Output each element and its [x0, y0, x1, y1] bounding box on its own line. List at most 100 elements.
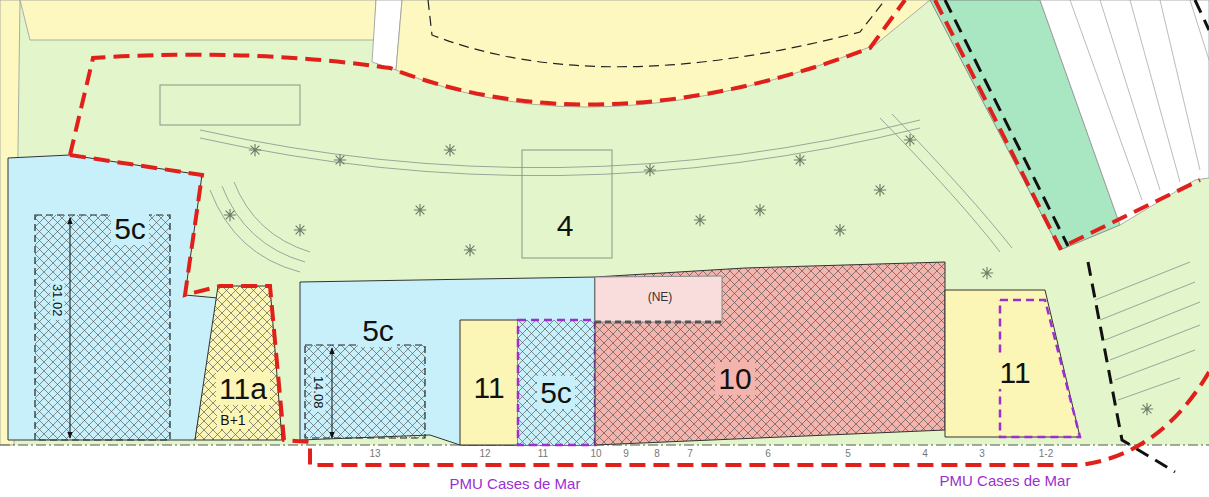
- zone-label-holder: 11: [996, 356, 1033, 389]
- label-holder: 12: [476, 448, 493, 459]
- zone-border: [518, 320, 595, 445]
- plaza-outline: [522, 150, 612, 258]
- label-holder: 4: [919, 448, 931, 459]
- plan-note: 13: [366, 448, 383, 459]
- zone-outline: [8, 155, 218, 440]
- zone-fill: [195, 286, 282, 440]
- plan-note: 12: [476, 448, 493, 459]
- zone-code: B+1: [217, 413, 248, 428]
- tree-symbol: [981, 267, 993, 279]
- red-boundary: [70, 155, 1209, 465]
- building-line: [428, 0, 885, 67]
- black-boundary: [1195, 0, 1209, 30]
- red-boundary: [935, 0, 1200, 248]
- zone-label-holder: 11a: [216, 372, 270, 405]
- steps: [210, 182, 310, 272]
- zone-border: [595, 262, 945, 445]
- zone-label-holder: 5c: [111, 212, 149, 245]
- buildable-area: [305, 345, 425, 438]
- buildable-area: [35, 215, 170, 440]
- zone-area: 5c: [8, 155, 218, 440]
- plan-note: 6: [762, 448, 774, 459]
- zone-code: 10: [715, 362, 754, 395]
- tree-symbol: [224, 209, 236, 221]
- tree-symbol: [249, 144, 261, 156]
- black-boundary: [945, 0, 1068, 246]
- plan-note: PMU Cases de Mar: [937, 473, 1074, 490]
- zone-label-holder: 11: [470, 371, 507, 404]
- label-holder: 11: [535, 448, 551, 459]
- zone-label-holder: B+1: [217, 413, 248, 428]
- label-holder: 6: [762, 448, 774, 459]
- tree-symbol: [1141, 403, 1153, 415]
- zone-label-holder: 4: [554, 209, 577, 242]
- zone-fill: [595, 276, 722, 322]
- label-holder: 31.02: [50, 281, 64, 320]
- label-holder: 3: [976, 448, 988, 459]
- court-outline: [160, 85, 300, 125]
- label-holder: PMU Cases de Mar: [937, 473, 1074, 490]
- tree-symbol: [874, 184, 886, 196]
- label-holder: 7: [684, 448, 696, 459]
- zone-area: 11 5c 5c: [300, 277, 595, 445]
- zone-border: [595, 276, 722, 322]
- hatch-fill: [195, 286, 282, 440]
- dimension-line: [332, 348, 333, 438]
- zone-code: 5c: [537, 376, 575, 409]
- label-holder: 13: [366, 448, 383, 459]
- zone-area: (NE): [595, 276, 722, 322]
- tree-symbol: [294, 224, 306, 236]
- plan-note: 11: [535, 448, 551, 459]
- zone-label-holder: (NE): [645, 291, 676, 304]
- red-boundary: [70, 0, 905, 155]
- hatch-fill: [595, 262, 945, 445]
- label-holder: PMU Cases de Mar: [447, 476, 584, 493]
- road: [1040, 0, 1209, 225]
- zone-fill: [945, 290, 1080, 437]
- zone-fill: [595, 262, 945, 445]
- plan-note: 9: [620, 448, 632, 459]
- zone-label-holder: 5c: [359, 314, 397, 347]
- zone-area: 5c: [518, 320, 595, 445]
- zone-area: 11: [460, 320, 518, 445]
- zone-area: 11aB+1: [195, 286, 282, 440]
- tree-symbol: [464, 244, 476, 256]
- plan-note: 10: [587, 448, 604, 459]
- label-holder: 10: [587, 448, 604, 459]
- label-holder: 1-2: [1036, 448, 1056, 459]
- dimension-text: 31.02: [50, 281, 64, 320]
- zone-border: [8, 155, 218, 440]
- plan-note: 5: [842, 448, 854, 459]
- zone-label-holder: 10: [715, 362, 754, 395]
- zone-code: 5c: [111, 212, 149, 245]
- tree-symbol: [754, 204, 766, 216]
- tree-symbol: [644, 164, 656, 176]
- plan-note: 7: [684, 448, 696, 459]
- zone-border: [300, 277, 595, 445]
- zone-code: (NE): [645, 291, 676, 304]
- yellow-plot: [20, 0, 376, 40]
- zone-code: 11: [470, 371, 507, 404]
- zone-border: [195, 286, 282, 440]
- label-holder: 9: [620, 448, 632, 459]
- tree-symbol: [334, 154, 346, 166]
- plan-note: 1-2: [1036, 448, 1056, 459]
- plan-note: PMU Cases de Mar: [447, 476, 584, 493]
- plan-note: 3: [976, 448, 988, 459]
- tree-symbol: [414, 204, 426, 216]
- black-boundary: [1088, 262, 1175, 472]
- path-contour: [200, 120, 920, 176]
- plan-note: 8: [651, 448, 663, 459]
- road-lines: [1070, 0, 1209, 200]
- dimension-line: [70, 218, 71, 438]
- green-ground: [0, 0, 1209, 445]
- label-holder: 8: [651, 448, 663, 459]
- zone-border: [945, 290, 1080, 437]
- zone-fill: [518, 320, 595, 445]
- zone-border: [460, 320, 518, 445]
- plan-note: 4: [919, 448, 931, 459]
- tree-symbol: [904, 134, 916, 146]
